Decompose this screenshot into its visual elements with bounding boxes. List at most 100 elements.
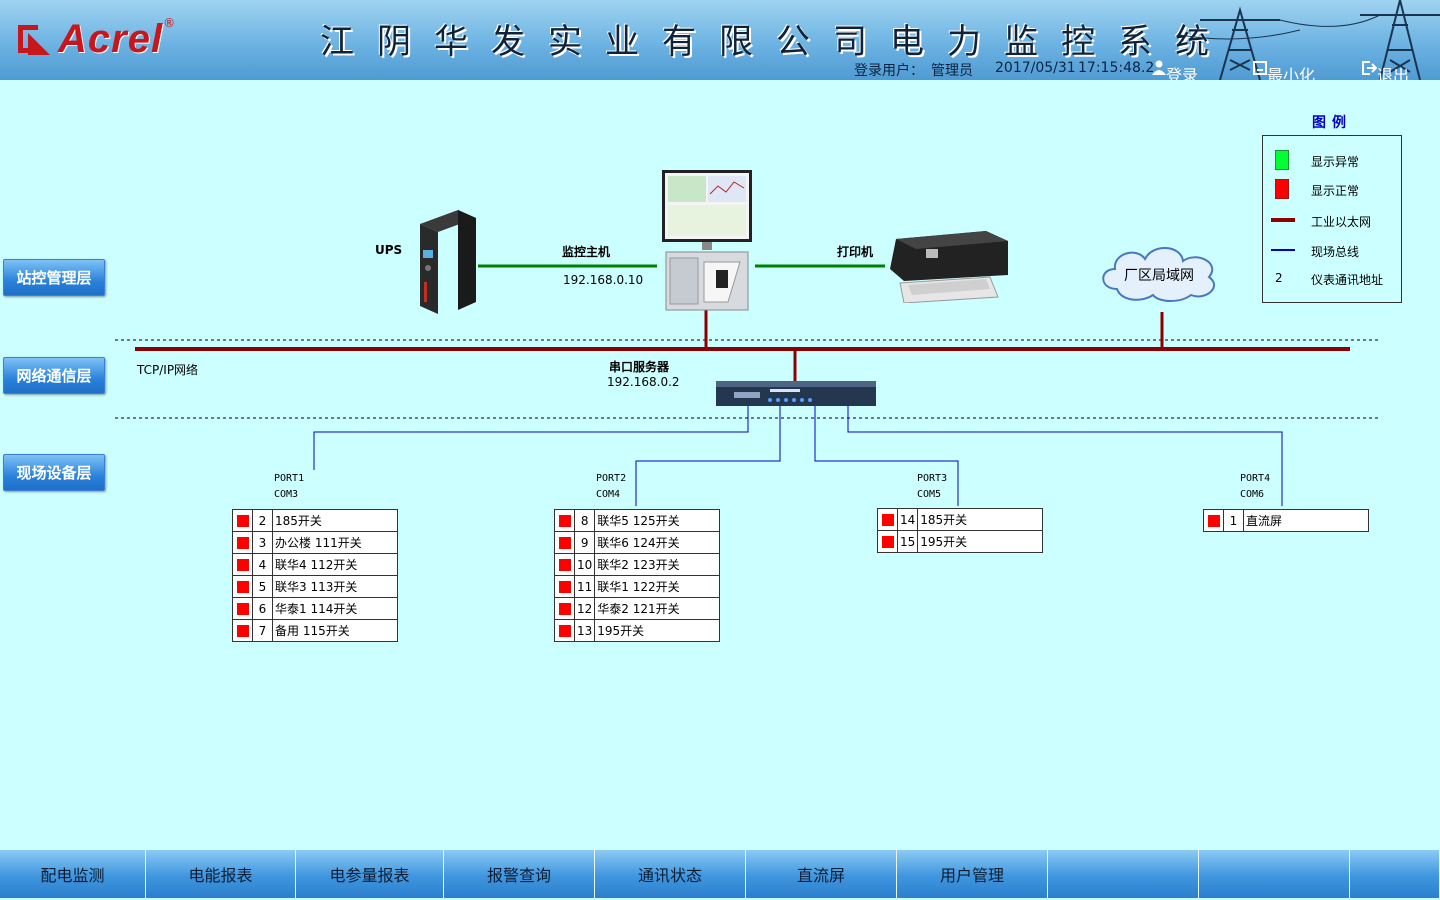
status-indicator <box>558 625 571 637</box>
legend-item-ethernet: 工业以太网 <box>1263 210 1403 234</box>
nav-tab-alarm-query[interactable]: 报警查询 <box>444 850 595 898</box>
legend-title: 图例 <box>1312 115 1352 131</box>
printer-icon[interactable] <box>886 227 1010 303</box>
minimize-button[interactable]: 最小化 <box>1253 58 1315 80</box>
status-indicator <box>1207 515 1220 527</box>
lan-label: 厂区局域网 <box>1124 268 1194 284</box>
legend-item-fieldbus: 现场总线 <box>1263 240 1403 264</box>
port2-com: COM4 <box>596 489 621 500</box>
status-indicator <box>881 514 894 526</box>
device-address: 7 <box>252 619 273 642</box>
device-name: 直流屏 <box>1243 509 1369 532</box>
device-address: 6 <box>252 597 273 620</box>
station-layer-button[interactable]: 站控管理层 <box>3 259 105 296</box>
ups-icon[interactable] <box>414 210 478 314</box>
device-name: 华泰1 114开关 <box>272 597 398 620</box>
printer-label: 打印机 <box>837 245 874 259</box>
status-indicator <box>558 581 571 593</box>
nav-tab-parameter-report[interactable]: 电参量报表 <box>296 850 444 898</box>
nav-tab-empty-1[interactable] <box>1048 850 1199 898</box>
login-button[interactable]: 登录 <box>1152 58 1198 80</box>
legend-item-abnormal: 显示异常 <box>1263 150 1403 174</box>
ethernet-line-icon <box>1271 218 1295 222</box>
device-name: 华泰2 121开关 <box>594 597 720 620</box>
legend-label: 仪表通讯地址 <box>1311 273 1384 287</box>
acrel-logo: Acrel ® <box>18 14 175 64</box>
power-tower-icon <box>1180 0 1440 80</box>
port4-label: PORT4 COM6 <box>1240 471 1270 503</box>
device-address: 12 <box>573 597 596 620</box>
nav-tab-power-monitoring[interactable]: 配电监测 <box>0 850 146 898</box>
status-indicator <box>236 581 249 593</box>
port4-bus <box>847 405 1283 506</box>
device-address: 14 <box>896 508 919 531</box>
nav-tab-empty-2[interactable] <box>1199 850 1350 898</box>
serial-server-icon[interactable] <box>716 381 876 406</box>
lan-cloud-icon[interactable] <box>1097 241 1223 303</box>
legend-item-address: 2 仪表通讯地址 <box>1263 268 1403 292</box>
serial-server-label: 串口服务器 <box>609 360 670 374</box>
port3-label: PORT3 COM5 <box>917 471 947 503</box>
app-title: 江阴华发实业有限公司电力监控系统 <box>320 22 1232 62</box>
device-name: 联华3 113开关 <box>272 575 398 598</box>
device-name: 195开关 <box>594 619 720 642</box>
nav-tab-user-management[interactable]: 用户管理 <box>897 850 1048 898</box>
nav-tab-energy-report[interactable]: 电能报表 <box>146 850 296 898</box>
device-name: 联华4 112开关 <box>272 553 398 576</box>
device-name: 185开关 <box>272 509 398 532</box>
status-indicator <box>558 603 571 615</box>
status-indicator <box>558 515 571 527</box>
nav-tab-dc-panel[interactable]: 直流屏 <box>746 850 897 898</box>
network-layer-button[interactable]: 网络通信层 <box>3 357 105 394</box>
exit-button-label: 退出 <box>1377 66 1410 80</box>
legend-label: 工业以太网 <box>1311 215 1372 229</box>
current-date: 2017/05/31 <box>995 60 1076 76</box>
fieldbus-line-icon <box>1271 249 1295 251</box>
nav-tab-empty-3[interactable] <box>1350 850 1440 898</box>
port3-com: COM5 <box>917 489 942 500</box>
login-user: 管理员 <box>931 63 973 79</box>
ups-label: UPS <box>375 243 403 257</box>
logo-text: Acrel <box>58 16 164 61</box>
port2-label: PORT2 COM4 <box>596 471 626 503</box>
status-bar: 登录用户： 管理员 2017/05/31 17:15:48.2 登录 最小化 退… <box>0 56 1440 80</box>
monitoring-host-ip: 192.168.0.10 <box>563 273 644 287</box>
status-indicator <box>236 537 249 549</box>
green-square-icon <box>1275 150 1289 170</box>
legend-item-normal: 显示正常 <box>1263 179 1403 203</box>
field-layer-button[interactable]: 现场设备层 <box>3 454 105 491</box>
port2-bus <box>635 405 781 506</box>
bottom-nav: 配电监测 电能报表 电参量报表 报警查询 通讯状态 直流屏 用户管理 <box>0 850 1440 898</box>
app-header: Acrel ® 江阴华发实业有限公司电力监控系统 登录用户： 管理员 2017/… <box>0 0 1440 80</box>
legend-address-sample: 2 <box>1275 271 1283 285</box>
nav-tab-comm-status[interactable]: 通讯状态 <box>595 850 746 898</box>
port3-name: PORT3 <box>917 473 948 484</box>
login-user-label: 登录用户： <box>854 63 924 79</box>
exit-button[interactable]: 退出 <box>1362 58 1409 80</box>
port2-name: PORT2 <box>596 473 627 484</box>
device-name: 185开关 <box>917 508 1043 531</box>
device-name: 联华2 123开关 <box>594 553 720 576</box>
legend: 显示异常 显示正常 工业以太网 现场总线 2 仪表通讯地址 <box>1262 135 1402 303</box>
acrel-logo-icon <box>18 21 54 57</box>
monitoring-host-icon[interactable] <box>660 170 754 312</box>
